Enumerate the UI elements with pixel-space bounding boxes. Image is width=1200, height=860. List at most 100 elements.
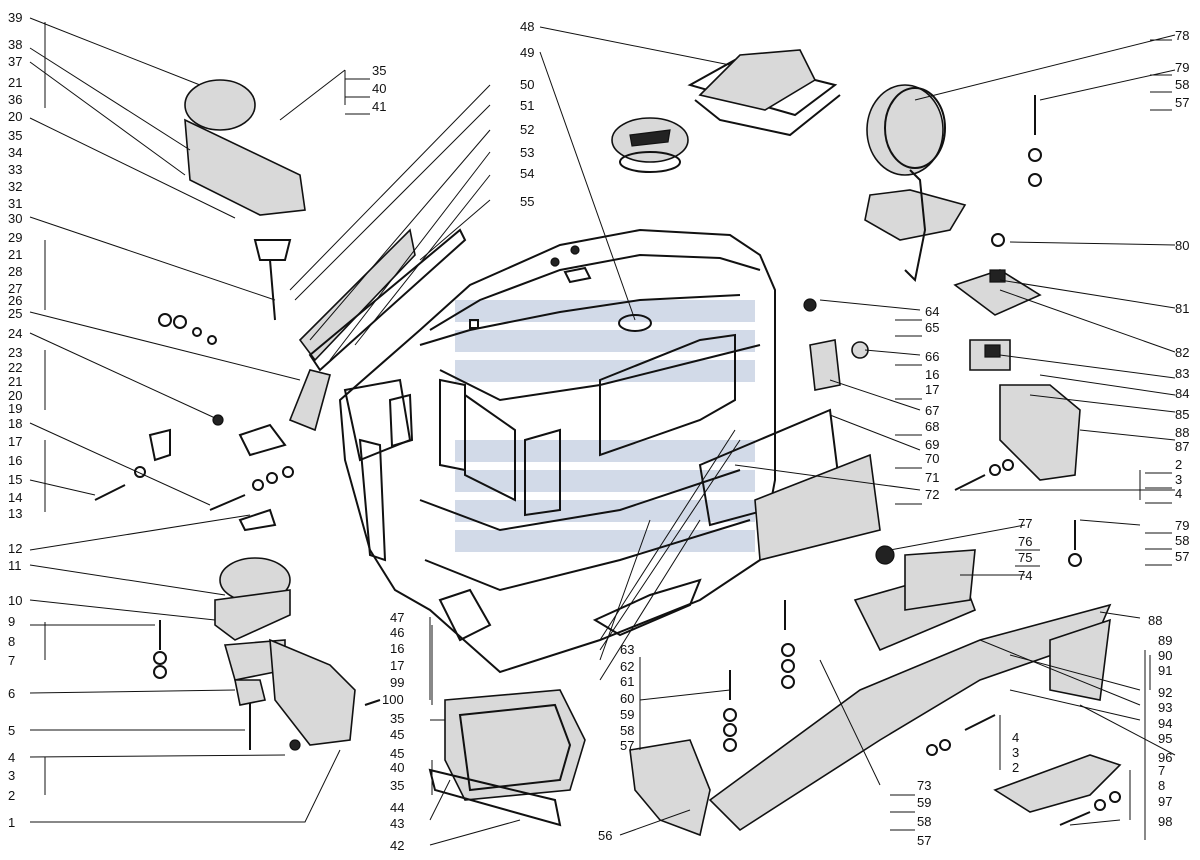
part-number-labels: 39 38 37 21 36 20 35 34 33 32 31 30 29 2… bbox=[8, 10, 1189, 853]
label-40: 40 bbox=[372, 81, 386, 96]
window-glass-panels bbox=[698, 408, 881, 562]
label-36: 36 bbox=[8, 92, 22, 107]
label-39: 39 bbox=[8, 10, 22, 25]
label-69: 69 bbox=[925, 437, 939, 452]
label-58: 58 bbox=[1175, 533, 1189, 548]
pedal-pad bbox=[993, 754, 1122, 813]
label-26: 26 bbox=[8, 293, 22, 308]
label-47: 47 bbox=[390, 610, 404, 625]
label-2: 2 bbox=[1175, 457, 1182, 472]
upper-mount-cushion bbox=[184, 79, 306, 321]
label-61: 61 bbox=[620, 674, 634, 689]
label-57: 57 bbox=[1175, 549, 1189, 564]
label-13: 13 bbox=[8, 506, 22, 521]
label-45: 45 bbox=[390, 727, 404, 742]
label-95: 95 bbox=[1158, 731, 1172, 746]
label-66: 66 bbox=[925, 349, 939, 364]
label-68: 68 bbox=[925, 419, 939, 434]
label-58: 58 bbox=[620, 723, 634, 738]
label-3: 3 bbox=[8, 768, 15, 783]
label-3: 3 bbox=[1175, 472, 1182, 487]
label-100: 100 bbox=[382, 692, 404, 707]
label-71: 71 bbox=[925, 470, 939, 485]
label-41: 41 bbox=[372, 99, 386, 114]
label-96: 96 bbox=[1158, 750, 1172, 765]
label-94: 94 bbox=[1158, 716, 1172, 731]
label-8: 8 bbox=[1158, 778, 1165, 793]
label-60: 60 bbox=[620, 691, 634, 706]
label-99: 99 bbox=[390, 675, 404, 690]
fasteners-middle bbox=[550, 95, 1121, 826]
label-25: 25 bbox=[8, 306, 22, 321]
label-20: 20 bbox=[8, 109, 22, 124]
label-57: 57 bbox=[1175, 95, 1189, 110]
fasteners-left bbox=[94, 313, 381, 751]
label-31: 31 bbox=[8, 196, 22, 211]
mirror-bracket-assembly bbox=[953, 269, 1081, 481]
label-38: 38 bbox=[8, 37, 22, 52]
label-50: 50 bbox=[520, 77, 534, 92]
label-79: 79 bbox=[1175, 518, 1189, 533]
label-65: 65 bbox=[925, 320, 939, 335]
label-53: 53 bbox=[520, 145, 534, 160]
label-40: 40 bbox=[390, 760, 404, 775]
label-7: 7 bbox=[8, 653, 15, 668]
label-16: 16 bbox=[8, 453, 22, 468]
label-93: 93 bbox=[1158, 700, 1172, 715]
label-35: 35 bbox=[390, 778, 404, 793]
label-19: 19 bbox=[8, 401, 22, 416]
work-lamp bbox=[864, 84, 967, 283]
label-80: 80 bbox=[1175, 238, 1189, 253]
label-33: 33 bbox=[8, 162, 22, 177]
label-70: 70 bbox=[925, 451, 939, 466]
label-11: 11 bbox=[8, 558, 22, 573]
label-6: 6 bbox=[8, 686, 15, 701]
label-42: 42 bbox=[390, 838, 404, 853]
label-76: 76 bbox=[1018, 534, 1032, 549]
label-21: 21 bbox=[8, 247, 22, 262]
label-56: 56 bbox=[598, 828, 612, 843]
label-30: 30 bbox=[8, 211, 22, 226]
label-90: 90 bbox=[1158, 648, 1172, 663]
label-87: 87 bbox=[1175, 439, 1189, 454]
label-5: 5 bbox=[8, 723, 15, 738]
label-82: 82 bbox=[1175, 345, 1189, 360]
label-46: 46 bbox=[390, 625, 404, 640]
label-35: 35 bbox=[390, 711, 404, 726]
label-73: 73 bbox=[917, 778, 931, 793]
roof-marker-lamp bbox=[687, 49, 841, 137]
label-44: 44 bbox=[390, 800, 404, 815]
label-29: 29 bbox=[8, 230, 22, 245]
label-4: 4 bbox=[8, 750, 15, 765]
label-28: 28 bbox=[8, 264, 22, 279]
label-43: 43 bbox=[390, 816, 404, 831]
label-78: 78 bbox=[1175, 28, 1189, 43]
label-49: 49 bbox=[520, 45, 534, 60]
label-17: 17 bbox=[390, 658, 404, 673]
label-55: 55 bbox=[520, 194, 534, 209]
label-59: 59 bbox=[917, 795, 931, 810]
label-97: 97 bbox=[1158, 794, 1172, 809]
step-footboard bbox=[428, 689, 586, 827]
label-62: 62 bbox=[620, 659, 634, 674]
lower-bracket bbox=[629, 739, 711, 837]
label-8: 8 bbox=[8, 634, 15, 649]
label-10: 10 bbox=[8, 593, 22, 608]
label-35: 35 bbox=[8, 128, 22, 143]
label-88: 88 bbox=[1148, 613, 1162, 628]
label-14: 14 bbox=[8, 490, 22, 505]
cab-body bbox=[338, 228, 776, 674]
label-9: 9 bbox=[8, 614, 15, 629]
label-59: 59 bbox=[620, 707, 634, 722]
label-20: 20 bbox=[8, 388, 22, 403]
label-22: 22 bbox=[8, 360, 22, 375]
label-21: 21 bbox=[8, 75, 22, 90]
label-4: 4 bbox=[1012, 730, 1019, 745]
label-58: 58 bbox=[917, 814, 931, 829]
label-98: 98 bbox=[1158, 814, 1172, 829]
door-seal-strips bbox=[288, 228, 467, 432]
label-24: 24 bbox=[8, 326, 22, 341]
label-21: 21 bbox=[8, 374, 22, 389]
lower-mount-bracket bbox=[214, 557, 356, 750]
